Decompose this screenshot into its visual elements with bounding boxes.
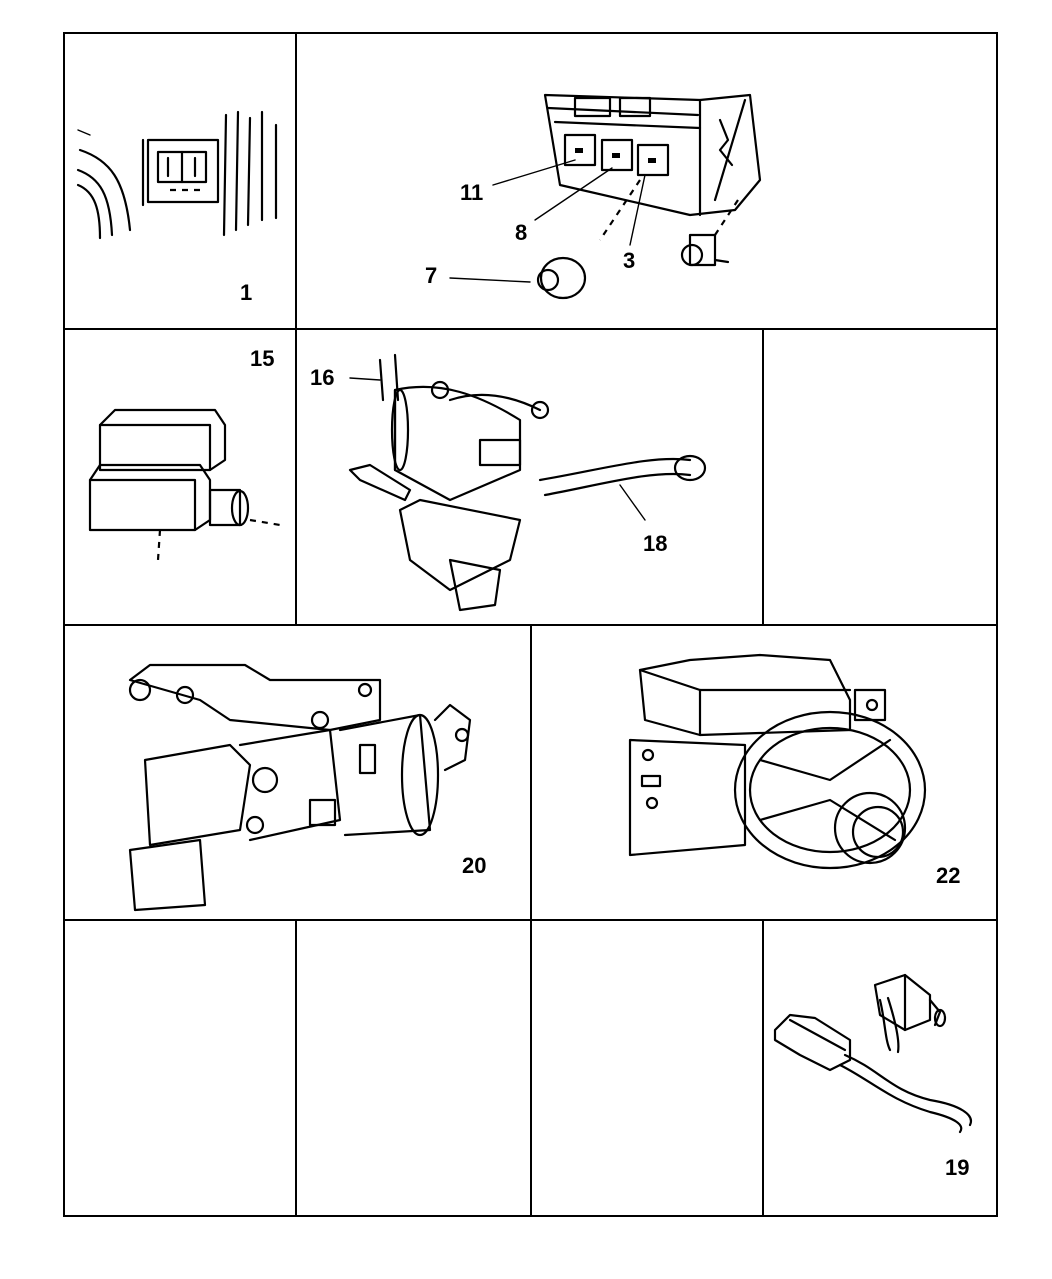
part-22-illustration [628,653,927,870]
part-switch-bank-illustration [449,93,762,300]
part-20-illustration [128,663,472,912]
part-15-illustration [88,408,281,561]
callout-20: 20 [462,853,486,878]
callout-18: 18 [643,531,667,556]
callout-22: 22 [936,863,960,888]
callout-3: 3 [623,248,635,273]
callout-7: 7 [425,263,437,288]
part-multifunction-switch-illustration [348,353,707,612]
part-1-illustration [76,110,278,240]
part-19-illustration [773,973,973,1134]
callout-19: 19 [945,1155,969,1180]
callout-8: 8 [515,220,527,245]
callout-16: 16 [310,365,334,390]
callout-11: 11 [460,180,483,205]
panel-grid [63,32,998,1217]
callout-1: 1 [240,280,252,305]
callout-15: 15 [250,346,274,371]
